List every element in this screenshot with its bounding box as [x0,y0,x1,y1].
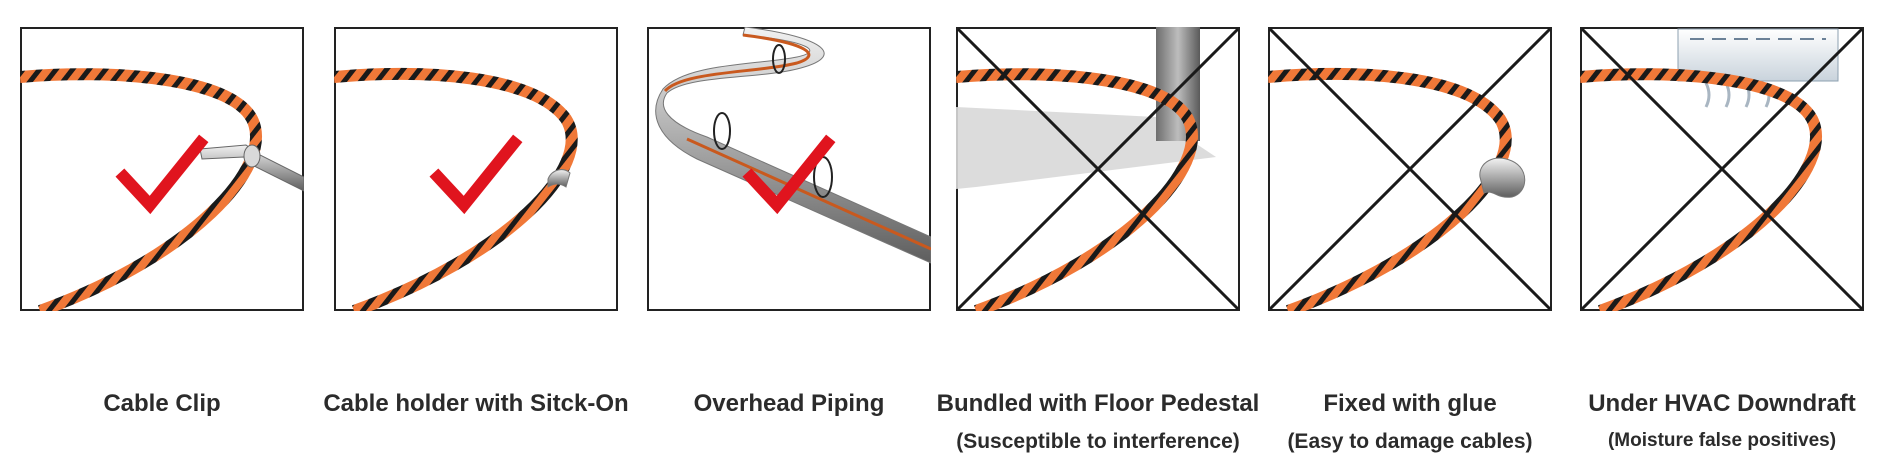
clip-icon [199,144,304,192]
checkmark-icon [742,134,836,215]
caption-floor-pedestal: Bundled with Floor Pedestal [936,390,1260,417]
caption-overhead-piping: Overhead Piping [693,390,885,417]
caption-stick-on-holder: Cable holder with Sitck-On [323,390,629,417]
checkmark-icon [115,134,209,215]
cable-icon [20,68,262,311]
panel-stick-on-holder [334,27,618,311]
note-glue: (Easy to damage cables) [1287,430,1533,453]
caption-cable-clip: Cable Clip [103,390,221,417]
pipe-icon [655,27,931,264]
panel-floor-pedestal [956,27,1240,311]
note-floor-pedestal: (Susceptible to interference) [956,430,1240,453]
cross-icon [956,27,1240,311]
caption-glue: Fixed with glue [1323,390,1497,417]
checkmark-icon [429,134,523,215]
panel-hvac [1580,27,1864,311]
glue-blob-icon [1479,157,1526,198]
cable-icon [1580,68,1822,311]
caption-hvac: Under HVAC Downdraft [1588,390,1856,417]
panel-cable-clip [20,27,304,311]
stick-on-holder-icon [547,169,571,188]
panel-overhead-piping [647,27,931,311]
note-hvac: (Moisture false positives) [1607,430,1837,451]
cable-icon [956,68,1198,311]
cable-icon [1268,68,1512,311]
cross-icon [1268,27,1552,311]
cross-icon [1580,27,1864,311]
cable-icon [334,68,578,311]
panel-glue [1268,27,1552,311]
